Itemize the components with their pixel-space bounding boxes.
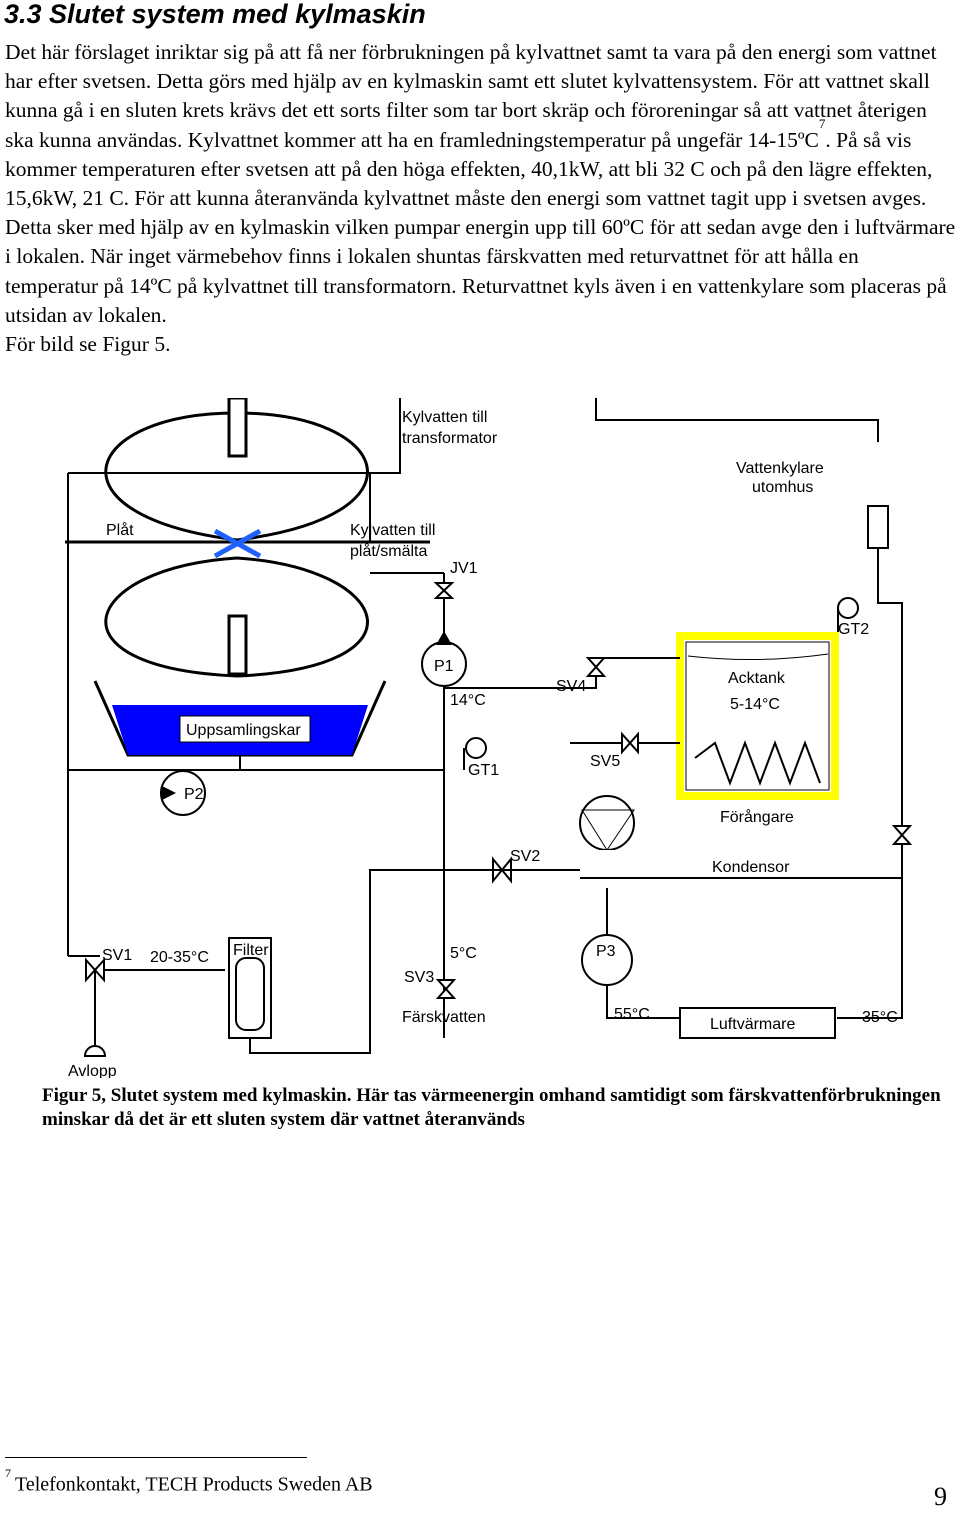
kylvatten-transformator-label-2: transformator (402, 430, 498, 447)
lower-electrode-lobe (104, 556, 369, 678)
p1-direction-icon (436, 631, 452, 645)
gt2-sensor-icon (837, 597, 859, 619)
acktank-temp: 5-14°C (730, 696, 780, 713)
fresh-water-label: Färskvatten (402, 1009, 486, 1026)
sv5-label: SV5 (590, 753, 620, 770)
forangare-label: Förångare (720, 808, 794, 826)
upper-electrode (227, 398, 248, 458)
footnote: 7Telefonkontakt, TECH Products Sweden AB (5, 1466, 373, 1498)
p3-line (606, 888, 680, 1019)
cooling-system-diagram: Uppsamlingskar JV1 P1 14°C GT1 SV2 SV3 5… (65, 398, 913, 1078)
acktank-inner (685, 641, 830, 791)
acktank-label: Acktank (728, 670, 786, 687)
paragraph-part-2: . På så vis kommer temperaturen efter sv… (5, 127, 956, 327)
evaporator-coil (694, 740, 821, 786)
kylvatten-plat-label-1: Kylvatten till (350, 522, 435, 539)
jv1-label: JV1 (450, 560, 478, 577)
gt1-label: GT1 (468, 762, 499, 779)
filter-outlet-line (249, 869, 444, 1054)
fresh-water-temp: 5°C (450, 945, 477, 962)
outdoor-cooler-return (837, 548, 903, 1019)
transformer-supply-line (68, 398, 401, 474)
outdoor-cooler-icon (867, 505, 889, 549)
luftvarmare-in-temp: 55°C (614, 1006, 650, 1023)
p2-label: P2 (184, 786, 204, 803)
sv4-label: SV4 (556, 678, 586, 695)
sv3-label: SV3 (404, 969, 434, 986)
jv1-valve-icon (433, 582, 455, 599)
condenser-box (580, 850, 835, 888)
p2-direction-icon (162, 786, 176, 800)
footnote-number: 7 (5, 1466, 11, 1480)
p1-temp: 14°C (450, 692, 486, 709)
compressor-icon (579, 795, 635, 851)
uppsamlingskar-label: Uppsamlingskar (186, 722, 301, 739)
main-paragraph: Det här förslaget inriktar sig på att få… (5, 38, 957, 330)
gt2-label: GT2 (838, 621, 869, 638)
p3-label: P3 (596, 943, 616, 960)
acktank (676, 632, 839, 800)
vattenkylare-label-2: utomhus (752, 479, 813, 496)
gt1-sensor-icon (465, 737, 487, 759)
footnote-reference[interactable]: 7 (818, 115, 826, 131)
body-text: Det här förslaget inriktar sig på att få… (5, 38, 957, 359)
sv3-valve-icon (435, 979, 457, 999)
luftvarmare-out-temp: 35°C (862, 1009, 898, 1026)
electrode-contact-cross (213, 528, 262, 559)
avlopp-label: Avlopp (68, 1063, 117, 1078)
figure-reference: För bild se Figur 5. (5, 332, 171, 357)
luftvarmare-box (679, 1007, 836, 1039)
vattenkylare-label-1: Vattenkylare (736, 460, 824, 477)
section-heading: 3.3 Slutet system med kylmaskin (4, 0, 426, 29)
sv4-valve-icon (585, 657, 607, 677)
acktank-water-surface (687, 653, 829, 661)
filter-element (235, 957, 265, 1031)
lower-electrode (227, 614, 248, 676)
sv1-label: SV1 (102, 947, 132, 964)
page-number: 9 (934, 1482, 947, 1511)
footnote-separator (5, 1457, 307, 1458)
return-pipe (67, 473, 100, 957)
paragraph-part-1: Det här förslaget inriktar sig på att få… (5, 40, 937, 152)
compressor-triangle (581, 809, 635, 851)
sv2-label: SV2 (510, 848, 540, 865)
footnote-text: Telefonkontakt, TECH Products Sweden AB (15, 1473, 373, 1496)
drain-icon (83, 1045, 107, 1057)
plat-label: Plåt (106, 521, 134, 539)
luftvarmare-label: Luftvärmare (710, 1016, 795, 1033)
sv5-valve-icon (621, 731, 639, 755)
kylvatten-transformator-label-1: Kylvatten till (402, 409, 487, 426)
kylvatten-plat-label-2: plåt/smälta (350, 542, 427, 560)
kondensor-label: Kondensor (712, 859, 790, 876)
uppsamlingskar-label-box (179, 715, 311, 743)
p2-pump-icon[interactable] (160, 770, 206, 816)
figure-caption: Figur 5, Slutet system med kylmaskin. Hä… (42, 1085, 941, 1130)
upper-electrode-lobe (104, 411, 369, 542)
filter-label: Filter (233, 942, 269, 959)
outdoor-cooler-loop (595, 398, 879, 442)
sv1-temp: 20-35°C (150, 949, 209, 966)
p1-label: P1 (434, 658, 454, 675)
outdoor-bypass-valve-icon (891, 825, 913, 845)
